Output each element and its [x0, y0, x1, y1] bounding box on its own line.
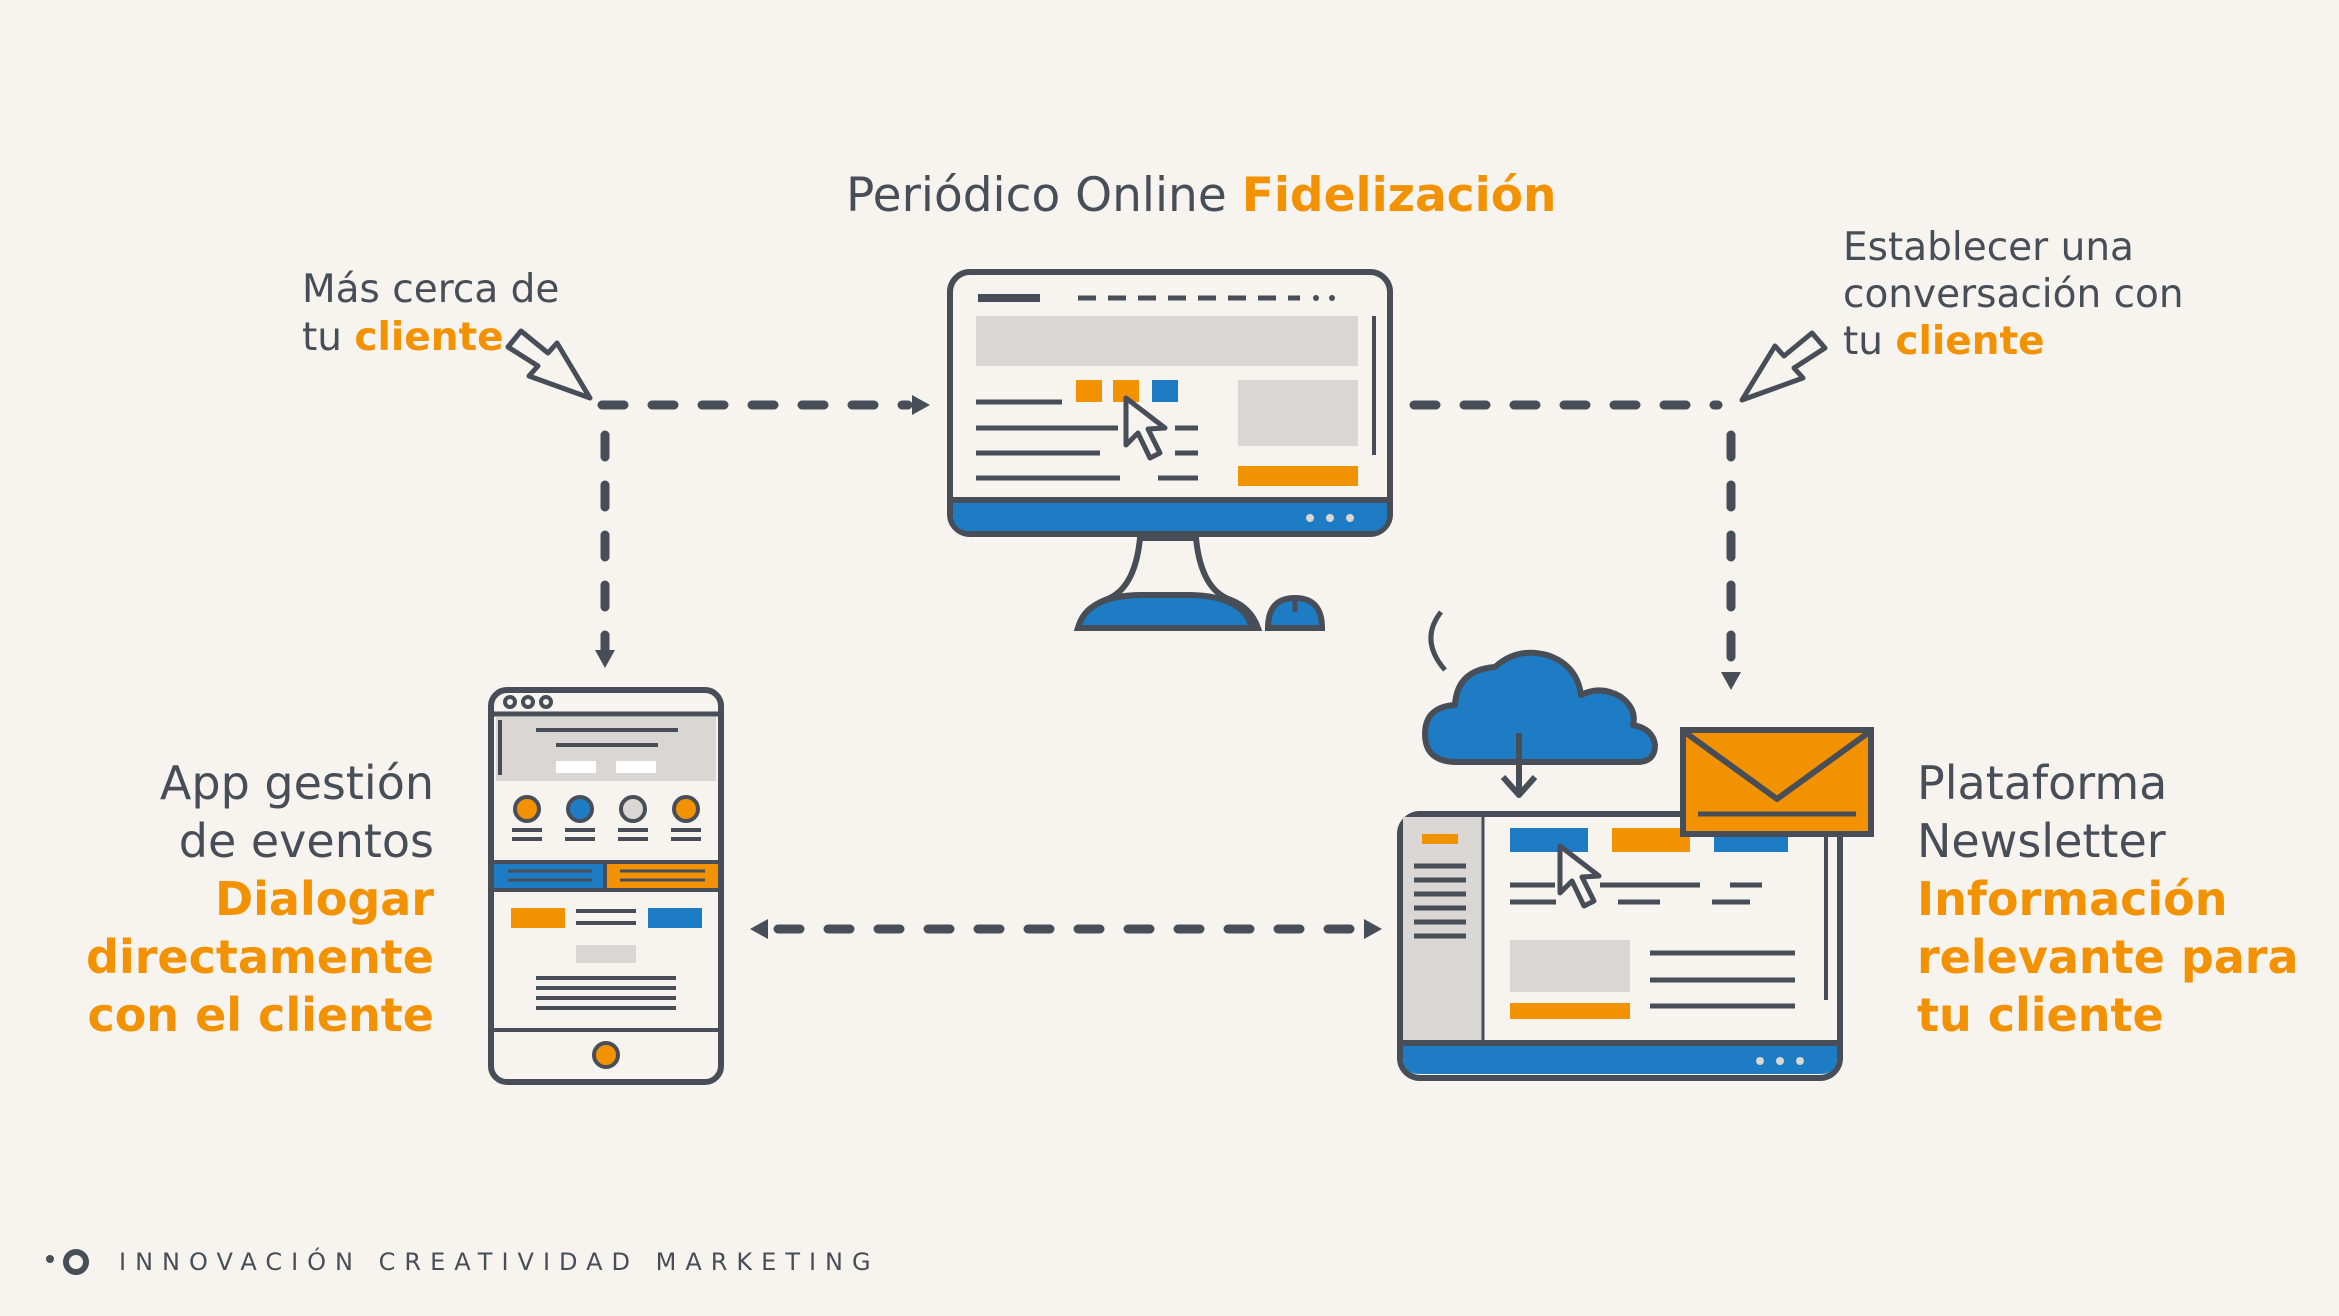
cursor-icon-newsletter: [1557, 843, 1602, 909]
arrow-icon: [505, 328, 593, 401]
footer: INNOVACIÓN CREATIVIDAD MARKETING: [45, 1244, 880, 1280]
right-note-line1: Establecer una: [1843, 225, 2134, 270]
mobile-phone-icon: [488, 687, 724, 1085]
mouse-icon: [1264, 594, 1326, 631]
left-note-highlight: cliente: [354, 315, 504, 360]
newsletter-highlight-3: tu cliente: [1917, 988, 2164, 1042]
laptop-icon: [1397, 811, 1843, 1081]
newsletter-label-line2: Newsletter: [1917, 814, 2166, 868]
left-note-line1: Más cerca de: [302, 267, 560, 312]
right-note-line3: tu cliente: [1843, 318, 2184, 365]
left-note-line2: tu cliente: [302, 314, 559, 362]
cloud-download-icon: [1422, 610, 1658, 798]
newsletter-highlight-1: Información: [1917, 872, 2228, 926]
app-label: App gestión de eventos Dialogar directam…: [86, 754, 434, 1044]
newsletter-highlight-2: relevante para: [1917, 930, 2299, 984]
cursor-icon: [1123, 395, 1168, 461]
newsletter-label: Plataforma Newsletter Información releva…: [1917, 754, 2299, 1044]
app-label-line1: App gestión: [159, 756, 434, 810]
left-note: Más cerca de tu cliente: [302, 266, 559, 362]
footer-text: INNOVACIÓN CREATIVIDAD MARKETING: [119, 1247, 880, 1276]
app-label-line2: de eventos: [178, 814, 434, 868]
app-highlight-2: directamente: [86, 930, 434, 984]
left-note-prefix: tu: [302, 315, 343, 360]
arrow-icon-right: [1739, 330, 1828, 403]
newsletter-label-line1: Plataforma: [1917, 756, 2168, 810]
title-main: Periódico Online: [846, 168, 1227, 223]
right-note-prefix: tu: [1843, 319, 1884, 364]
app-highlight-3: con el cliente: [87, 988, 434, 1042]
right-note: Establecer una conversación con tu clien…: [1843, 224, 2184, 365]
right-note-highlight: cliente: [1895, 319, 2045, 364]
title-highlight: Fidelización: [1241, 168, 1557, 223]
dashed-connectors: [597, 400, 1736, 934]
logo-icon: [46, 1249, 89, 1275]
app-highlight-1: Dialogar: [214, 872, 434, 926]
connector-arrowheads: [595, 395, 1741, 939]
envelope-icon: [1680, 727, 1874, 837]
page-title: Periódico Online Fidelización: [846, 168, 1556, 224]
right-note-line2: conversación con: [1843, 272, 2184, 317]
desktop-monitor-icon: [947, 269, 1393, 631]
